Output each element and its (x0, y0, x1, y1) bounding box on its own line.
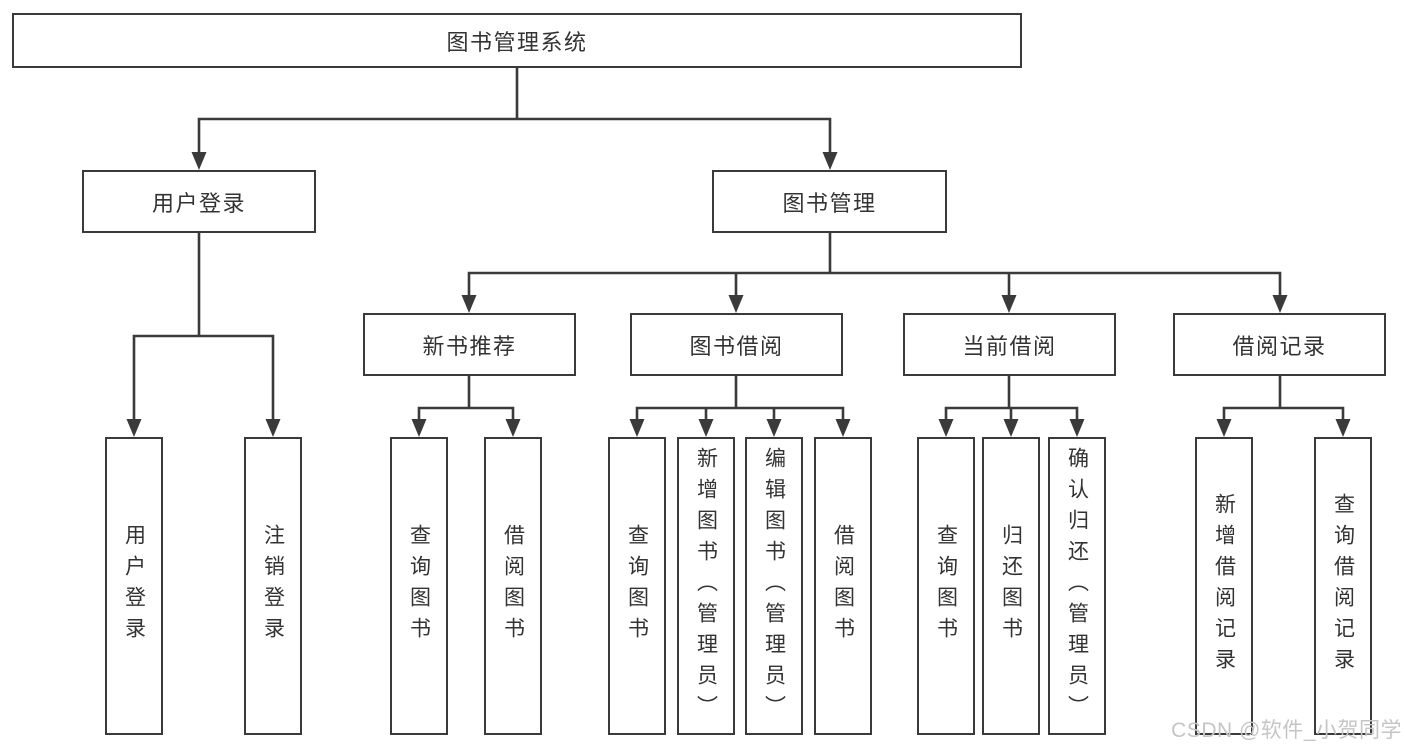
node-current-borrowing: 当前借阅 (903, 313, 1116, 376)
node-label: 查询图书 (625, 524, 649, 648)
leaf-user-login: 用户登录 (105, 437, 163, 735)
node-label: 图书借阅 (689, 333, 784, 359)
node-label: 新增借阅记录 (1212, 493, 1236, 679)
leaf-borrow-books: 借阅图书 (814, 437, 872, 735)
node-label: 借阅记录 (1232, 333, 1327, 359)
node-library-system: 图书管理系统 (12, 13, 1022, 68)
leaf-add-books-admin: 新增图书（管理员） (677, 437, 735, 735)
node-label: 借阅图书 (831, 524, 855, 648)
node-label: 图书管理 (782, 190, 877, 216)
node-book-borrowing: 图书借阅 (630, 313, 843, 376)
leaf-return-books: 归还图书 (982, 437, 1040, 735)
node-new-book-recommend: 新书推荐 (363, 313, 576, 376)
node-label: 用户登录 (122, 524, 146, 648)
node-label: 新增图书（管理员） (694, 446, 718, 726)
node-label: 借阅图书 (501, 524, 525, 648)
node-label: 注销登录 (261, 524, 285, 648)
node-label: 确认归还（管理员） (1065, 446, 1089, 726)
node-label: 图书管理系统 (446, 29, 588, 55)
leaf-edit-books-admin: 编辑图书（管理员） (745, 437, 803, 735)
node-borrowing-records: 借阅记录 (1173, 313, 1386, 376)
leaf-query-borrow-record: 查询借阅记录 (1314, 437, 1372, 735)
node-label: 查询借阅记录 (1331, 493, 1355, 679)
node-label: 新书推荐 (422, 333, 517, 359)
node-label: 当前借阅 (962, 333, 1057, 359)
node-user-login: 用户登录 (82, 170, 316, 233)
csdn-watermark: CSDN @软件_小贺同学 (1171, 719, 1402, 742)
leaf-add-borrow-record: 新增借阅记录 (1195, 437, 1253, 735)
node-label: 查询图书 (407, 524, 431, 648)
node-book-management: 图书管理 (712, 170, 947, 233)
node-label: 归还图书 (999, 524, 1023, 648)
node-label: 用户登录 (151, 190, 246, 216)
node-label: 查询图书 (934, 524, 958, 648)
node-label: 编辑图书（管理员） (762, 446, 786, 726)
leaf-query-books-current: 查询图书 (917, 437, 975, 735)
leaf-borrow-books-recommend: 借阅图书 (484, 437, 542, 735)
leaf-query-books-recommend: 查询图书 (390, 437, 448, 735)
leaf-confirm-return-admin: 确认归还（管理员） (1048, 437, 1106, 735)
leaf-query-books-borrow: 查询图书 (608, 437, 666, 735)
leaf-logout: 注销登录 (244, 437, 302, 735)
